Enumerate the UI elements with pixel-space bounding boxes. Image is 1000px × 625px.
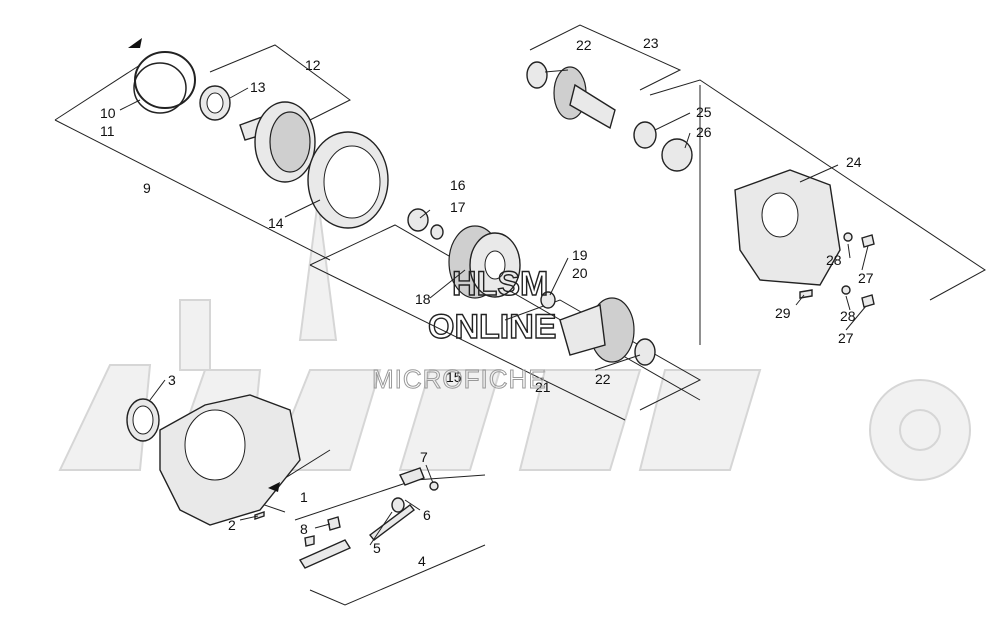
callout-21: 21 [535,379,551,395]
callout-13: 13 [250,79,266,95]
callout-6: 6 [423,507,431,523]
part-snap-ring [128,38,196,114]
callout-17: 17 [450,199,466,215]
callout-14: 14 [268,215,284,231]
callout-18: 18 [415,291,431,307]
part-housing-1 [159,394,301,526]
part-bearing-22-lower [634,338,656,366]
text-watermark: HLSM ONLINE MICROFICHE [372,264,558,394]
callout-28-lower: 28 [840,308,856,324]
part-shift-fork-4 [298,467,439,569]
callout-10: 10 [100,105,116,121]
callout-23: 23 [643,35,659,51]
part-clutch-pack-18 [448,225,521,299]
callout-22-upper: 22 [576,37,592,53]
callout-16: 16 [450,177,466,193]
leader-lines [119,69,869,546]
part-washer-16-17 [407,208,444,240]
part-bearing-13 [199,85,231,121]
callout-20: 20 [572,265,588,281]
watermark-line2: ONLINE [428,308,556,346]
watermark-line3: MICROFICHE [372,364,547,394]
callout-12: 12 [305,57,321,73]
part-cover-24 [734,169,841,286]
callout-15: 15 [446,369,462,385]
callout-29: 29 [775,305,791,321]
callout-25: 25 [696,104,712,120]
callout-2: 2 [228,517,236,533]
part-bearings-25-26 [633,121,693,172]
part-washer-19-20 [540,291,556,309]
callout-19: 19 [572,247,588,263]
callout-8: 8 [300,521,308,537]
callout-5: 5 [373,540,381,556]
callout-24: 24 [846,154,862,170]
watermark-line1: HLSM [452,265,548,303]
callout-11: 11 [100,123,115,139]
part-bearing-22-upper [526,61,548,89]
callout-27-lower: 27 [838,330,854,346]
callout-22-lower: 22 [595,371,611,387]
callout-3: 3 [168,372,176,388]
part-seal-3 [126,398,160,442]
callout-1: 1 [300,489,308,505]
callout-9: 9 [143,180,151,196]
callout-4: 4 [418,553,426,569]
part-gear-shaft-23 [553,66,616,130]
callout-27-upper: 27 [858,270,874,286]
part-drum-14 [307,131,389,229]
part-gear-21 [559,297,635,363]
callout-26: 26 [696,124,712,140]
callout-7: 7 [420,449,428,465]
part-drum-12 [239,101,316,183]
callout-labels: 1 2 3 4 5 6 7 8 9 10 11 12 13 14 15 16 1… [100,35,874,569]
part-bolts-27-28 [799,232,875,308]
callout-28-upper: 28 [826,252,842,268]
